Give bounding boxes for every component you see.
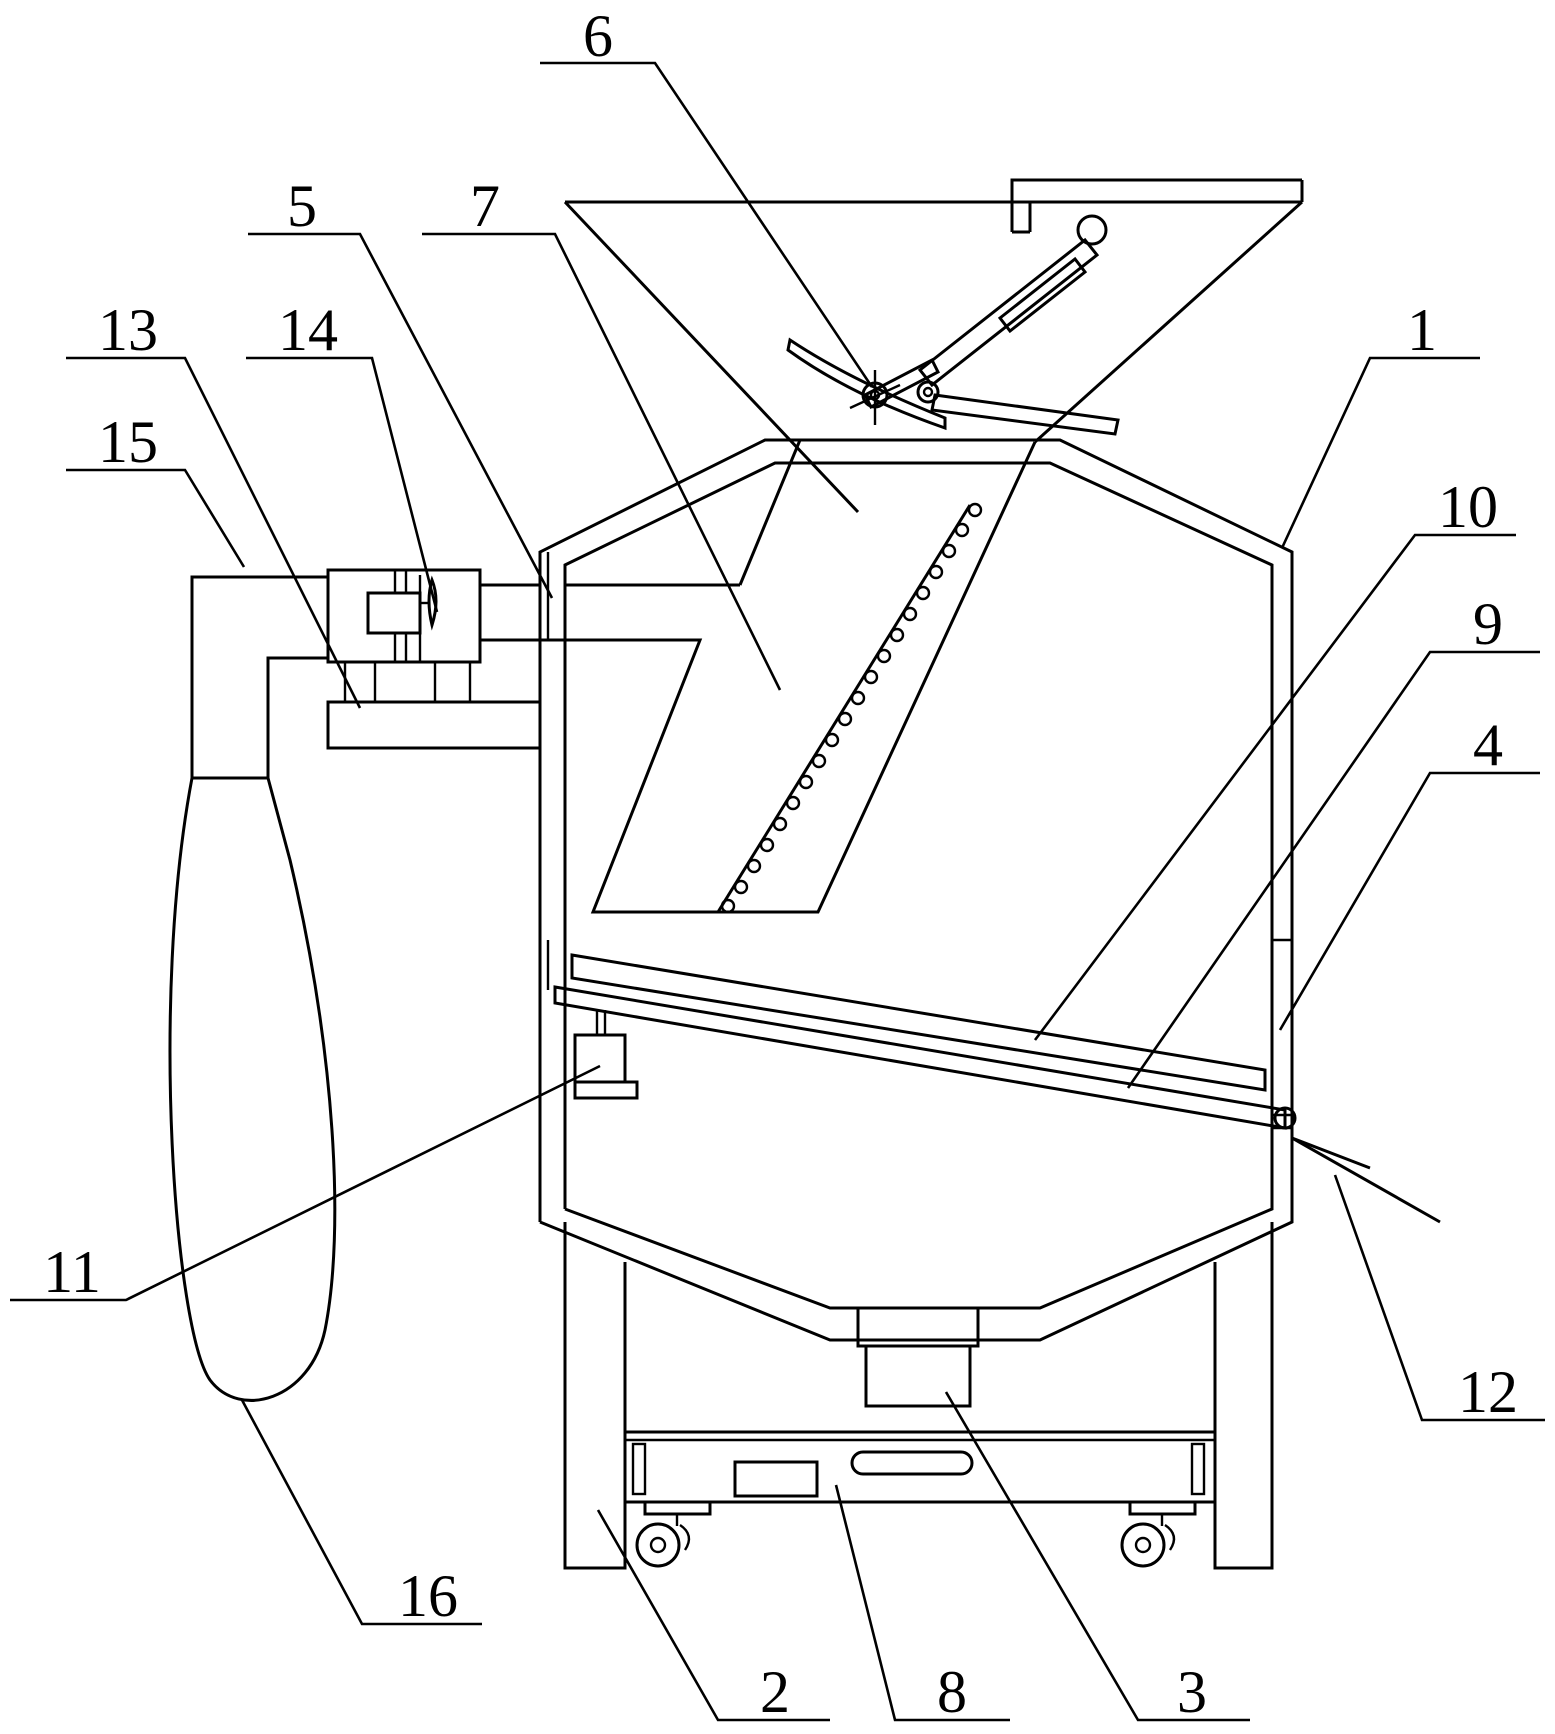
screen-assembly [555, 955, 1295, 1128]
callout-7: 7 [470, 173, 500, 239]
callout-8: 8 [937, 1659, 967, 1725]
callout-13: 13 [98, 297, 158, 363]
roller-teeth [722, 504, 981, 912]
callout-11: 11 [43, 1239, 101, 1305]
callout-2: 2 [760, 1659, 790, 1725]
flap-valve-mechanism [788, 216, 1118, 434]
bottom-outlet [858, 1308, 978, 1406]
callout-9: 9 [1473, 591, 1503, 657]
callout-10: 10 [1438, 474, 1498, 540]
callout-6: 6 [583, 3, 613, 69]
leader-lines [10, 63, 1545, 1720]
dust-pipe [192, 577, 328, 778]
callout-14: 14 [278, 297, 338, 363]
discharge-chute [1292, 1138, 1440, 1222]
collection-cart [625, 1432, 1215, 1566]
callout-16: 16 [398, 1563, 458, 1629]
callout-12: 12 [1458, 1359, 1518, 1425]
callout-3: 3 [1177, 1659, 1207, 1725]
callout-labels: 6 5 7 13 14 15 1 10 9 4 11 12 16 2 8 3 [43, 3, 1518, 1725]
callout-15: 15 [98, 409, 158, 475]
callout-5: 5 [287, 173, 317, 239]
housing-shell [540, 440, 1292, 1340]
dust-bag [170, 778, 335, 1400]
callout-4: 4 [1473, 712, 1503, 778]
crushing-chute [540, 440, 1035, 912]
callout-1: 1 [1407, 297, 1437, 363]
